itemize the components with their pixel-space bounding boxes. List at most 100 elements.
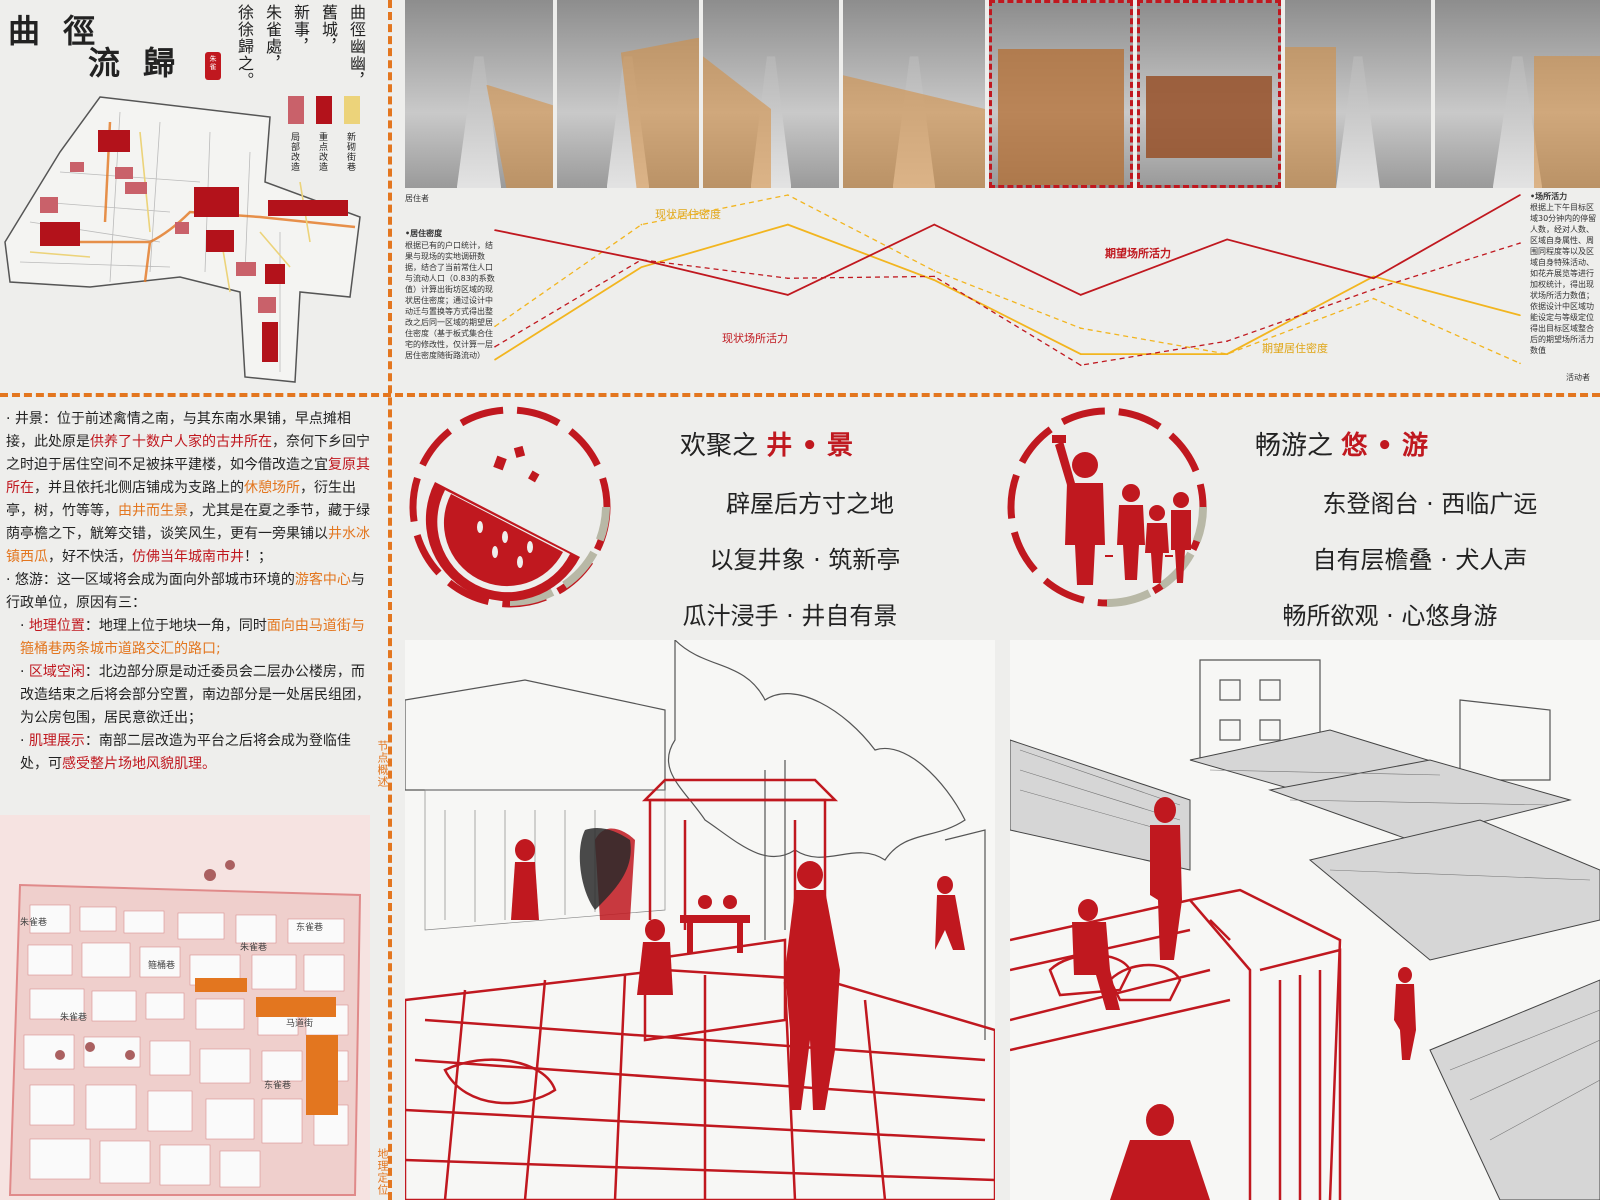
heading-text: 畅游之 — [1255, 431, 1342, 461]
left-poem-line: 瓜汁浸手 · 井自有景 — [682, 602, 898, 630]
title-line1: 曲 徑 — [8, 12, 102, 50]
desc-text: ：北边部分原是动迁委员会二层办公楼房，而改造结束之后将会部分空置，南边部分是一处… — [20, 664, 370, 726]
desc-text: · — [20, 618, 29, 634]
map-label: 马道街 — [286, 1019, 314, 1029]
site-plan-map — [4, 96, 361, 383]
desc-paragraph-location: · 地理位置：地理上位于地块一角，同时面向由马道街与箍桶巷两条城市道路交汇的路口… — [6, 615, 372, 661]
map-label: 朱雀巷 — [240, 943, 268, 953]
chart-point — [640, 258, 643, 261]
poem-line-4: 朱雀處， — [263, 4, 282, 72]
chart-point — [1519, 242, 1521, 244]
map-label: 东雀巷 — [296, 923, 324, 933]
chart-point — [640, 223, 643, 226]
desc-text: ：地理上位于地块一角，同时 — [84, 618, 267, 634]
desc-paragraph-texture: · 肌理展示：南部二层改造为平台之后将会成为登临佳处，可感受整片场地风貌肌理。 — [6, 730, 372, 776]
resident-label: 居住者 — [405, 194, 429, 203]
street-photo — [557, 0, 699, 188]
legend-item-key: 重点改造 — [316, 96, 334, 172]
map-label: 朱雀巷 — [20, 918, 48, 928]
street-photo — [405, 0, 553, 188]
desc-text: ，好不快活， — [48, 549, 132, 565]
desc-highlight: 井水冰镇西瓜 — [6, 526, 370, 565]
chart-point — [1372, 288, 1375, 291]
chart-point — [1079, 364, 1082, 366]
desc-highlight: 感受整片场地风貌肌理。 — [62, 756, 216, 772]
right-poem-line: 自有层檐叠 · 犬人声 — [1312, 546, 1528, 574]
street-photo-highlighted — [1137, 0, 1281, 188]
desc-paragraph-tour: · 悠游：这一区域将会成为面向外部城市环境的游客中心与行政单位，原因有三： — [6, 569, 372, 615]
chart-point — [1079, 327, 1082, 329]
chart-point — [1226, 238, 1228, 241]
right-poem-line: 畅所欲观 · 心悠身游 — [1282, 602, 1498, 630]
street-photo-highlighted — [989, 0, 1133, 188]
density-vitality-line-chart — [494, 194, 1521, 366]
actor-label: 活动者 — [1566, 373, 1590, 382]
street-photo — [1435, 0, 1600, 188]
chart-point — [494, 358, 496, 361]
desc-highlight: 休憩场所 — [244, 480, 300, 496]
expected-vitality-label: 期望场所活力 — [1105, 247, 1171, 260]
poem: 曲徑幽幽， 舊城， 新事， 朱雀處， 徐徐歸之。 — [232, 4, 368, 94]
desc-highlight: 地理位置 — [28, 618, 85, 634]
divider-horizontal — [0, 393, 1600, 397]
desc-text: ，尤其是在夏之季节，藏于绿荫亭檐之下，觥筹交错，谈笑风生，更有一旁果铺以 — [6, 503, 370, 542]
seal-text: 朱雀 — [209, 55, 217, 71]
chart-point — [1079, 353, 1082, 355]
poem-line-2: 舊城， — [319, 4, 338, 55]
heading-highlight: 悠 • 游 — [1341, 431, 1428, 461]
chart-point — [1079, 294, 1082, 296]
chart-point — [787, 223, 789, 226]
chart-point — [1226, 340, 1228, 342]
right-poem-line: 东登阁台 · 西临广远 — [1322, 490, 1538, 518]
chart-point — [494, 345, 496, 348]
legend-label: 新砌街巷 — [345, 132, 355, 172]
legend-label: 重点改造 — [317, 132, 327, 172]
chart-point — [1519, 362, 1521, 365]
density-title: •居住密度 — [405, 229, 443, 238]
left-poem-line: 辟屋后方寸之地 — [726, 490, 894, 518]
chart-point — [933, 270, 936, 272]
chart-point — [933, 279, 936, 281]
tour-scene-illustration — [1010, 640, 1600, 1200]
desc-highlight: 区域空闲 — [28, 664, 85, 680]
chart-series-line — [494, 242, 1521, 366]
legend-item-partial: 局部改造 — [288, 96, 306, 172]
desc-paragraph-well: · 井景：位于前述禽情之南，与其东南水果铺，早点摊相接，此处原是供养了十数户人家… — [6, 408, 372, 569]
desc-highlight: 游客中心 — [294, 572, 351, 588]
legend-swatch — [316, 96, 332, 124]
chart-series-line — [494, 223, 1521, 361]
divider-vertical — [388, 0, 392, 1200]
expected-density-label: 期望居住密度 — [1262, 342, 1328, 355]
chart-point — [787, 294, 789, 296]
chart-point — [640, 266, 643, 268]
legend-swatch — [288, 96, 304, 124]
chart-point — [787, 277, 789, 280]
chart-point — [1372, 277, 1375, 280]
desc-paragraph-vacant: · 区域空闲：北边部分原是动迁委员会二层办公楼房，而改造结束之后将会部分空置，南… — [6, 661, 372, 730]
location-map — [0, 815, 370, 1200]
chart-point — [1372, 275, 1375, 278]
desc-highlight: 面向由马道街与箍桶巷两条城市道路交汇的路口; — [20, 618, 365, 657]
desc-text: ，奈何下乡回宁之时迫于居住空间不足被抹平建楼，如今借改造之宜 — [6, 434, 370, 473]
right-panel-heading: 畅游之 悠 • 游 — [1255, 425, 1428, 462]
poem-line-1: 曲徑幽幽， — [347, 4, 366, 89]
desc-text: · — [20, 733, 29, 749]
poem-line-5: 徐徐歸之。 — [235, 4, 254, 89]
side-label-node: 节点概述 — [376, 740, 389, 788]
node-description: · 井景：位于前述禽情之南，与其东南水果铺，早点摊相接，此处原是供养了十数户人家… — [6, 408, 372, 776]
chart-point — [494, 229, 496, 231]
seal-stamp: 朱雀 — [205, 52, 221, 80]
desc-highlight: 供养了十数户人家的古井所在 — [90, 434, 272, 450]
desc-text: · — [20, 664, 29, 680]
desc-text: ，并且依托北侧店铺成为支路上的 — [34, 480, 244, 496]
desc-text: ：南部二层改造为平台之后将会成为登临佳处，可 — [20, 733, 351, 772]
chart-point — [933, 223, 936, 226]
current-vitality-label: 现状场所活力 — [722, 332, 788, 345]
map-label: 东雀巷 — [264, 1081, 292, 1091]
left-panel-heading: 欢聚之 井 • 景 — [680, 425, 853, 462]
street-photo — [1285, 0, 1431, 188]
desc-text: · 井景：位于前述禽情之南，与其东南水果铺，早点摊相接，此处原是 — [6, 411, 351, 450]
photo-strip — [405, 0, 1600, 190]
desc-highlight: 仿佛当年城南市井 — [132, 549, 244, 565]
street-photo — [843, 0, 985, 188]
